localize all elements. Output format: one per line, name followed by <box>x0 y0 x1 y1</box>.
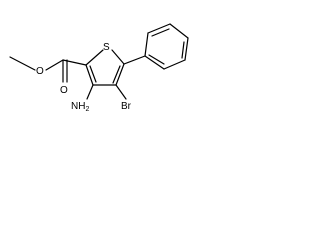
phenyl-link-bond <box>123 55 146 65</box>
ring-c3-c2-double <box>89 65 97 83</box>
methyl-o-bond <box>9 56 36 71</box>
phenyl-bond-1 <box>144 32 149 57</box>
ring-c5-c4-double <box>112 65 121 84</box>
phenyl-bond-2 <box>147 23 171 34</box>
bromo-bond <box>115 84 127 100</box>
phenyl-bond-5 <box>163 59 186 70</box>
structure-diagram: O O S NH2 Br <box>9 23 189 113</box>
phenyl-bond-4 <box>184 37 189 61</box>
phenyl-bond-3 <box>169 23 189 39</box>
ring-c5-c4-bond <box>115 63 125 86</box>
ester-oxygen-label: O <box>36 66 44 77</box>
sulfur-label: S <box>103 42 110 53</box>
ester-o-c-bond <box>45 59 64 71</box>
amine-n-text: NH <box>71 101 85 112</box>
amine-bond <box>86 84 94 100</box>
bromine-label: Br <box>121 101 132 112</box>
carbonyl-oxygen-label: O <box>60 85 68 96</box>
ring-c2-s-bond <box>85 49 104 66</box>
phenyl-double-3 <box>148 54 165 65</box>
phenyl-bond-6 <box>144 55 165 70</box>
carbonyl-ring-bond <box>62 59 87 66</box>
ring-c3-c2-bond <box>85 64 94 86</box>
phenyl-double-1 <box>151 28 170 37</box>
amine-subscript: 2 <box>85 106 89 113</box>
phenyl-double-2 <box>181 41 185 59</box>
ring-s-c5-bond <box>111 49 125 65</box>
amine-label: NH2 <box>71 101 89 113</box>
